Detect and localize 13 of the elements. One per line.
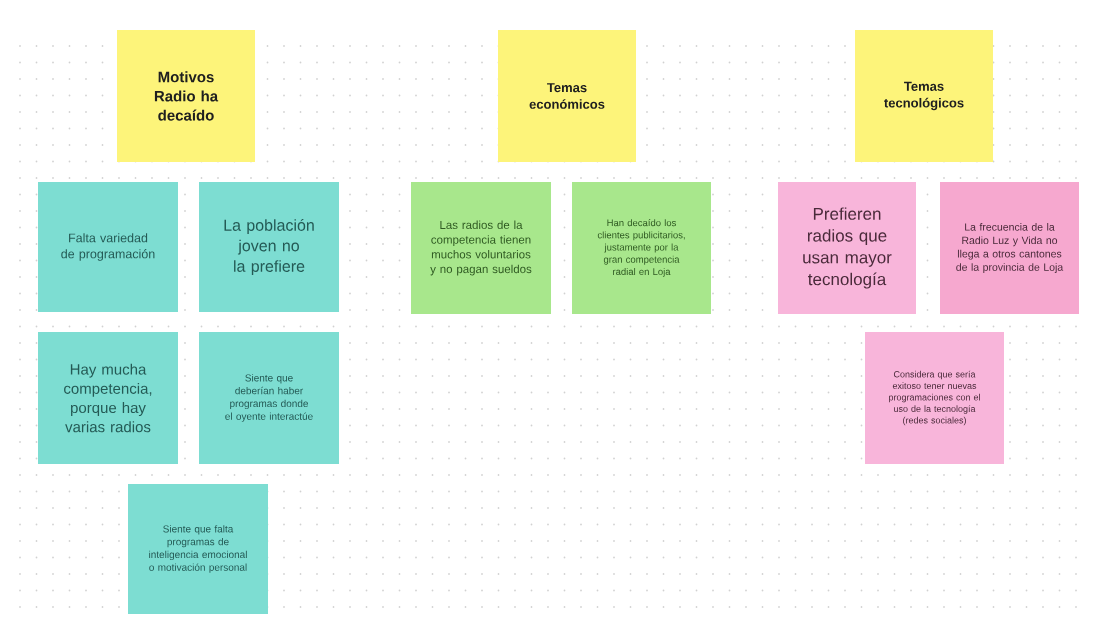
sticky-note: Han decaído los clientes publicitarios, justamente por la gran competencia radial en Loja (572, 182, 711, 314)
sticky-note: Siente que deberían haber programas donde el oyente interactúe (199, 332, 339, 464)
heading-note: Temas tecnológicos (855, 30, 993, 162)
sticky-note: Las radios de la competencia tienen muchos voluntarios y no pagan sueldos (411, 182, 551, 314)
sticky-note: Hay mucha competencia, porque hay varias radios (38, 332, 178, 464)
sticky-note: Considera que sería exitoso tener nuevas programaciones con el uso de la tecnología (redes sociales) (865, 332, 1004, 464)
heading-note: Temas económicos (498, 30, 636, 162)
heading-note: Motivos Radio ha decaído (117, 30, 255, 162)
sticky-note: La frecuencia de la Radio Luz y Vida no llega a otros cantones de la provincia de Loja (940, 182, 1079, 314)
sticky-note: Prefieren radios que usan mayor tecnología (778, 182, 916, 314)
sticky-note: Siente que falta programas de inteligencia emocional o motivación personal (128, 484, 268, 614)
sticky-note: La población joven no la prefiere (199, 182, 339, 312)
sticky-note: Falta variedad de programación (38, 182, 178, 312)
